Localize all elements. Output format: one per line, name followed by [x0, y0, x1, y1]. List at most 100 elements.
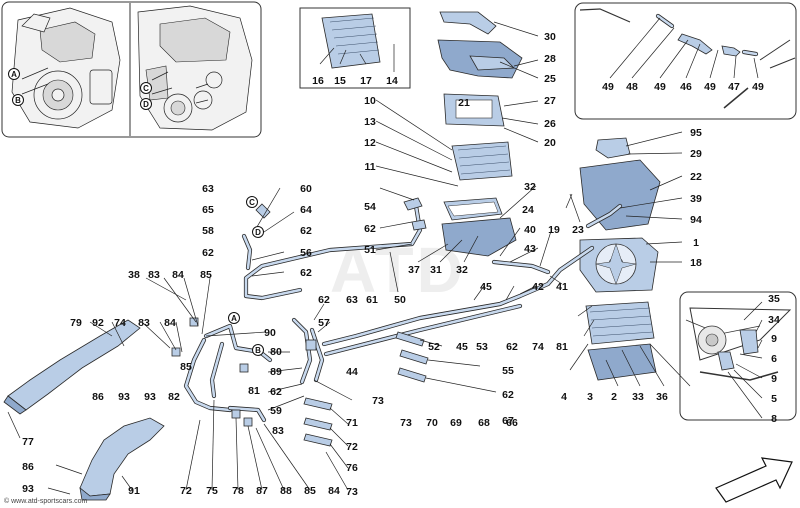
- callout-48: 48: [626, 81, 638, 93]
- callout-27: 27: [544, 95, 556, 107]
- air-ducts: [3, 319, 165, 501]
- callout-11: 11: [364, 161, 375, 173]
- callout-62: 62: [364, 223, 376, 235]
- callout-85: 85: [304, 485, 316, 497]
- callout-73: 73: [400, 417, 412, 429]
- bracket-inset: [679, 291, 797, 421]
- callout-2: 2: [611, 391, 617, 403]
- callout-49: 49: [654, 81, 666, 93]
- callout-67: 67: [502, 415, 514, 427]
- callout-93: 93: [22, 483, 34, 495]
- marker-circle-c: [140, 82, 152, 94]
- callout-17: 17: [360, 75, 372, 87]
- callout-9: 9: [771, 373, 777, 385]
- fan-module: [579, 137, 661, 381]
- callout-72: 72: [346, 441, 358, 453]
- callout-20: 20: [544, 137, 556, 149]
- callout-70: 70: [426, 417, 438, 429]
- clamps: [171, 197, 429, 447]
- callout-15: 15: [334, 75, 346, 87]
- callout-13: 13: [364, 116, 376, 128]
- callout-55: 55: [502, 365, 514, 377]
- callout-59: 59: [270, 405, 282, 417]
- callout-84: 84: [328, 485, 340, 497]
- callout-84: 84: [164, 317, 176, 329]
- callout-77: 77: [22, 436, 34, 448]
- callout-84: 84: [172, 269, 184, 281]
- callout-58: 58: [202, 225, 214, 237]
- callout-8: 8: [771, 413, 777, 425]
- callout-62: 62: [318, 294, 330, 306]
- marker-label-d: D: [255, 228, 261, 237]
- marker-label-d: D: [143, 100, 149, 109]
- callout-73: 73: [346, 486, 358, 498]
- callout-45: 45: [480, 281, 492, 293]
- callout-62: 62: [506, 341, 518, 353]
- callout-32: 32: [456, 264, 468, 276]
- callout-4: 4: [561, 391, 567, 403]
- callout-63: 63: [202, 183, 214, 195]
- callout-64: 64: [300, 204, 312, 216]
- callout-12: 12: [364, 137, 376, 149]
- hose-inset: [574, 2, 797, 120]
- callout-86: 86: [22, 461, 34, 473]
- callout-61: 61: [366, 294, 378, 306]
- callout-49: 49: [602, 81, 614, 93]
- callout-6: 6: [771, 353, 777, 365]
- direction-arrow-icon: [715, 457, 793, 503]
- callout-74: 74: [114, 317, 126, 329]
- callout-44: 44: [346, 366, 358, 378]
- callout-30: 30: [544, 31, 556, 43]
- engine-inset: [1, 1, 262, 138]
- coolant-pipes: [183, 203, 623, 423]
- callout-34: 34: [768, 314, 780, 326]
- callout-28: 28: [544, 53, 556, 65]
- callout-52: 52: [428, 341, 440, 353]
- marker-circle-b: [252, 344, 264, 356]
- callout-65: 65: [202, 204, 214, 216]
- callout-24: 24: [522, 204, 534, 216]
- marker-circle-b: [12, 94, 24, 106]
- callout-16: 16: [312, 75, 324, 87]
- marker-circle-a: [8, 68, 20, 80]
- callout-60: 60: [300, 183, 312, 195]
- callout-62: 62: [502, 389, 514, 401]
- callout-53: 53: [476, 341, 488, 353]
- callout-62: 62: [300, 225, 312, 237]
- callout-49: 49: [704, 81, 716, 93]
- callout-19: 19: [548, 224, 560, 236]
- callout-23: 23: [572, 224, 584, 236]
- callout-94: 94: [690, 214, 702, 226]
- callout-95: 95: [690, 127, 702, 139]
- callout-76: 76: [346, 462, 358, 474]
- marker-circle-a: [228, 312, 240, 324]
- callout-83: 83: [138, 317, 150, 329]
- callout-43: 43: [524, 243, 536, 255]
- callout-41: 41: [556, 281, 568, 293]
- callout-72: 72: [180, 485, 192, 497]
- callout-18: 18: [690, 257, 702, 269]
- callout-22: 22: [690, 171, 702, 183]
- callout-57: 57: [318, 317, 330, 329]
- callout-62: 62: [202, 247, 214, 259]
- callout-35: 35: [768, 293, 780, 305]
- callout-74: 74: [532, 341, 544, 353]
- marker-label-b: B: [255, 346, 261, 355]
- callout-21: 21: [458, 97, 470, 109]
- callout-85: 85: [200, 269, 212, 281]
- callout-26: 26: [544, 118, 556, 130]
- callout-32: 32: [524, 181, 536, 193]
- callout-80: 80: [270, 346, 282, 358]
- marker-label-c: C: [143, 84, 149, 93]
- callout-14: 14: [386, 75, 398, 87]
- callout-85: 85: [180, 361, 192, 373]
- callout-62: 62: [300, 267, 312, 279]
- site-credit: © www.atd-sportscars.com: [4, 497, 88, 505]
- callout-63: 63: [346, 294, 358, 306]
- callout-81: 81: [248, 385, 260, 397]
- callout-46: 46: [680, 81, 692, 93]
- marker-label-b: B: [15, 96, 21, 105]
- marker-label-c: C: [249, 198, 255, 207]
